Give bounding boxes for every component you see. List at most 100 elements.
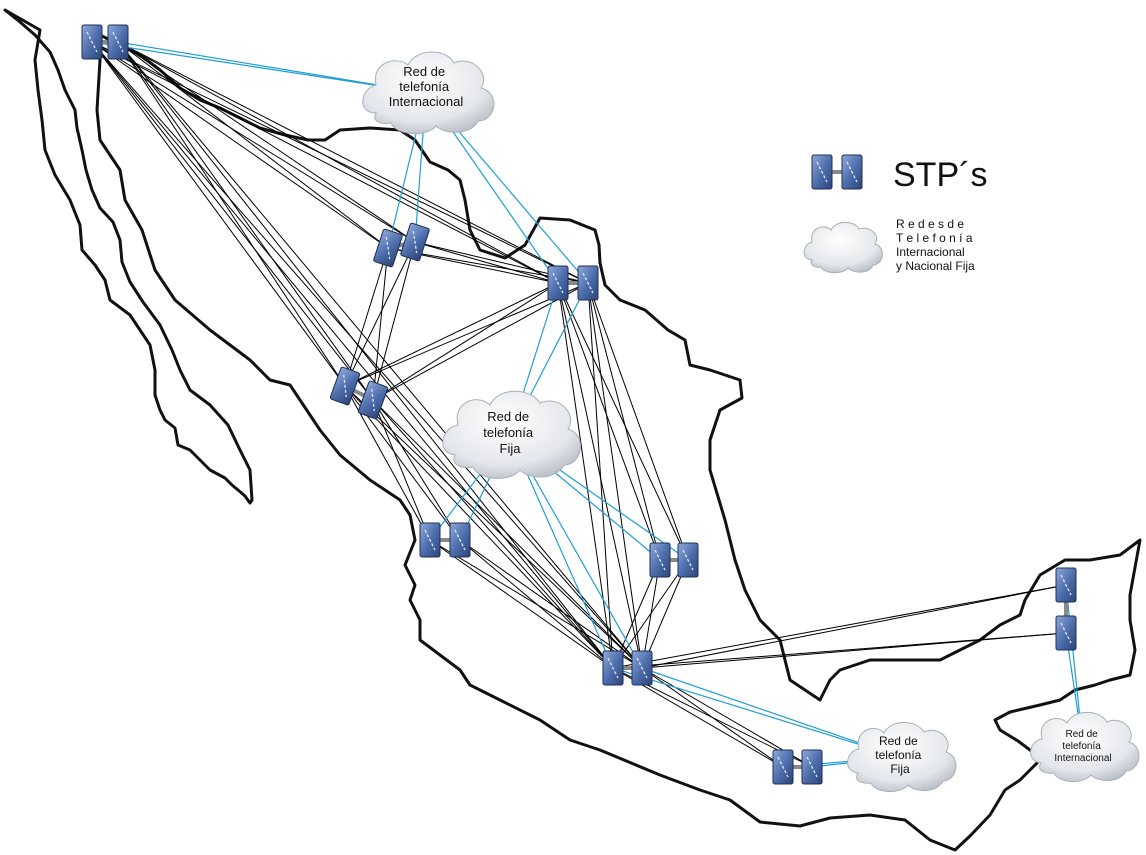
signaling-link <box>344 241 416 387</box>
legend: STP´s R e d e s d e T e l e f o n í a In… <box>811 154 987 273</box>
stp-icon <box>772 749 794 785</box>
cloud-link <box>117 41 427 94</box>
signaling-link <box>344 385 614 669</box>
stp-icon <box>81 24 103 60</box>
signaling-link <box>557 282 689 561</box>
stp-icon <box>577 265 599 301</box>
stp-mark <box>654 549 666 571</box>
cloud-line: Internacional <box>389 94 464 109</box>
cloud-line: Red de <box>403 64 445 79</box>
stp-mark <box>86 31 98 53</box>
stp-mark <box>552 272 564 294</box>
stp-icon <box>357 380 389 420</box>
stp-mark <box>682 549 694 571</box>
signaling-link <box>344 282 589 387</box>
signaling-link <box>91 41 589 284</box>
legend-stp-icon <box>811 154 863 190</box>
cloud-intl-southeast <box>1030 711 1140 782</box>
signaling-link <box>91 41 614 669</box>
stp-pair <box>602 650 653 686</box>
signaling-link <box>91 41 416 243</box>
signaling-link <box>587 282 689 561</box>
stp-pair <box>547 265 599 301</box>
stp-mark <box>385 236 391 260</box>
signaling-link <box>344 247 389 387</box>
stp-icon <box>1055 567 1077 603</box>
stp-icon <box>449 522 471 558</box>
baja-california-outline <box>3 8 254 505</box>
signaling-link <box>117 41 614 669</box>
signaling-link <box>641 632 1067 669</box>
signaling-link <box>117 41 374 401</box>
mainland-outline <box>86 26 1142 852</box>
signaling-link <box>344 385 431 541</box>
stp-pair <box>649 542 699 578</box>
stp-mark <box>607 657 619 679</box>
stp-mark <box>1060 622 1072 644</box>
stp-pair <box>419 522 471 558</box>
cloud-line: Fija <box>500 441 522 456</box>
signaling-link <box>641 584 1067 669</box>
signaling-link <box>117 41 559 284</box>
stp-pair <box>329 366 389 420</box>
signaling-link <box>372 399 461 541</box>
stp-icon <box>631 650 653 686</box>
signaling-link <box>372 282 589 401</box>
cloud-link <box>91 41 427 94</box>
cloud-line: telefonía <box>1062 741 1101 752</box>
signaling-link <box>557 282 661 561</box>
legend-redes-label: R e d e s d e T e l e f o n í a Internac… <box>896 217 976 273</box>
stp-icon <box>400 222 430 262</box>
signaling-link <box>459 539 614 669</box>
stp-icon <box>107 24 129 60</box>
signaling-link <box>91 41 346 387</box>
signaling-link <box>641 667 784 768</box>
stp-nodes-layer <box>81 24 1077 785</box>
stp-pair <box>1055 567 1077 651</box>
stp-mark <box>806 756 818 778</box>
signaling-link <box>429 539 614 669</box>
legend-line: Internacional <box>896 245 965 259</box>
stp-icon <box>677 542 699 578</box>
signaling-link <box>372 282 559 401</box>
signaling-link <box>414 241 559 284</box>
stp-icon <box>1055 615 1077 651</box>
cloud-intl-southeast-label: Red de telefonía Internacional <box>1054 729 1111 764</box>
cloud-fija-center-label: Red de telefonía Fija <box>483 409 537 456</box>
legend-stp-label: STP´s <box>893 156 987 194</box>
signaling-link <box>587 282 643 669</box>
cloud-line: telefonía <box>875 748 921 762</box>
stp-mark <box>343 374 347 398</box>
stp-icon <box>602 650 624 686</box>
stp-mark <box>846 161 858 183</box>
signaling-link <box>91 41 559 284</box>
signaling-link <box>91 41 374 401</box>
signaling-link <box>372 247 389 401</box>
cloud-line: telefonía <box>483 425 534 440</box>
legend-cloud-icon <box>803 221 883 274</box>
signaling-link <box>372 241 416 401</box>
stp-mark <box>112 31 124 53</box>
signaling-link <box>372 399 614 669</box>
stp-icon <box>841 154 863 190</box>
map-outline <box>3 8 1142 852</box>
stp-mark <box>816 161 828 183</box>
stp-icon <box>373 228 403 268</box>
stp-icon <box>329 366 361 406</box>
signaling-link <box>117 41 389 249</box>
stp-mark <box>412 230 418 254</box>
stp-pair <box>81 24 129 60</box>
stp-pair <box>373 222 430 268</box>
stp-mark <box>636 657 648 679</box>
stp-icon <box>649 542 671 578</box>
signaling-link <box>117 41 589 284</box>
cloud-intl-north <box>362 51 495 134</box>
cloud-line: Internacional <box>1054 753 1111 764</box>
signaling-link <box>344 282 559 387</box>
cloud-link <box>612 667 901 758</box>
cloud-line: Red de <box>1065 729 1098 740</box>
cloud-line: Red de <box>487 409 529 424</box>
signaling-link <box>91 41 643 669</box>
stp-mark <box>777 756 789 778</box>
